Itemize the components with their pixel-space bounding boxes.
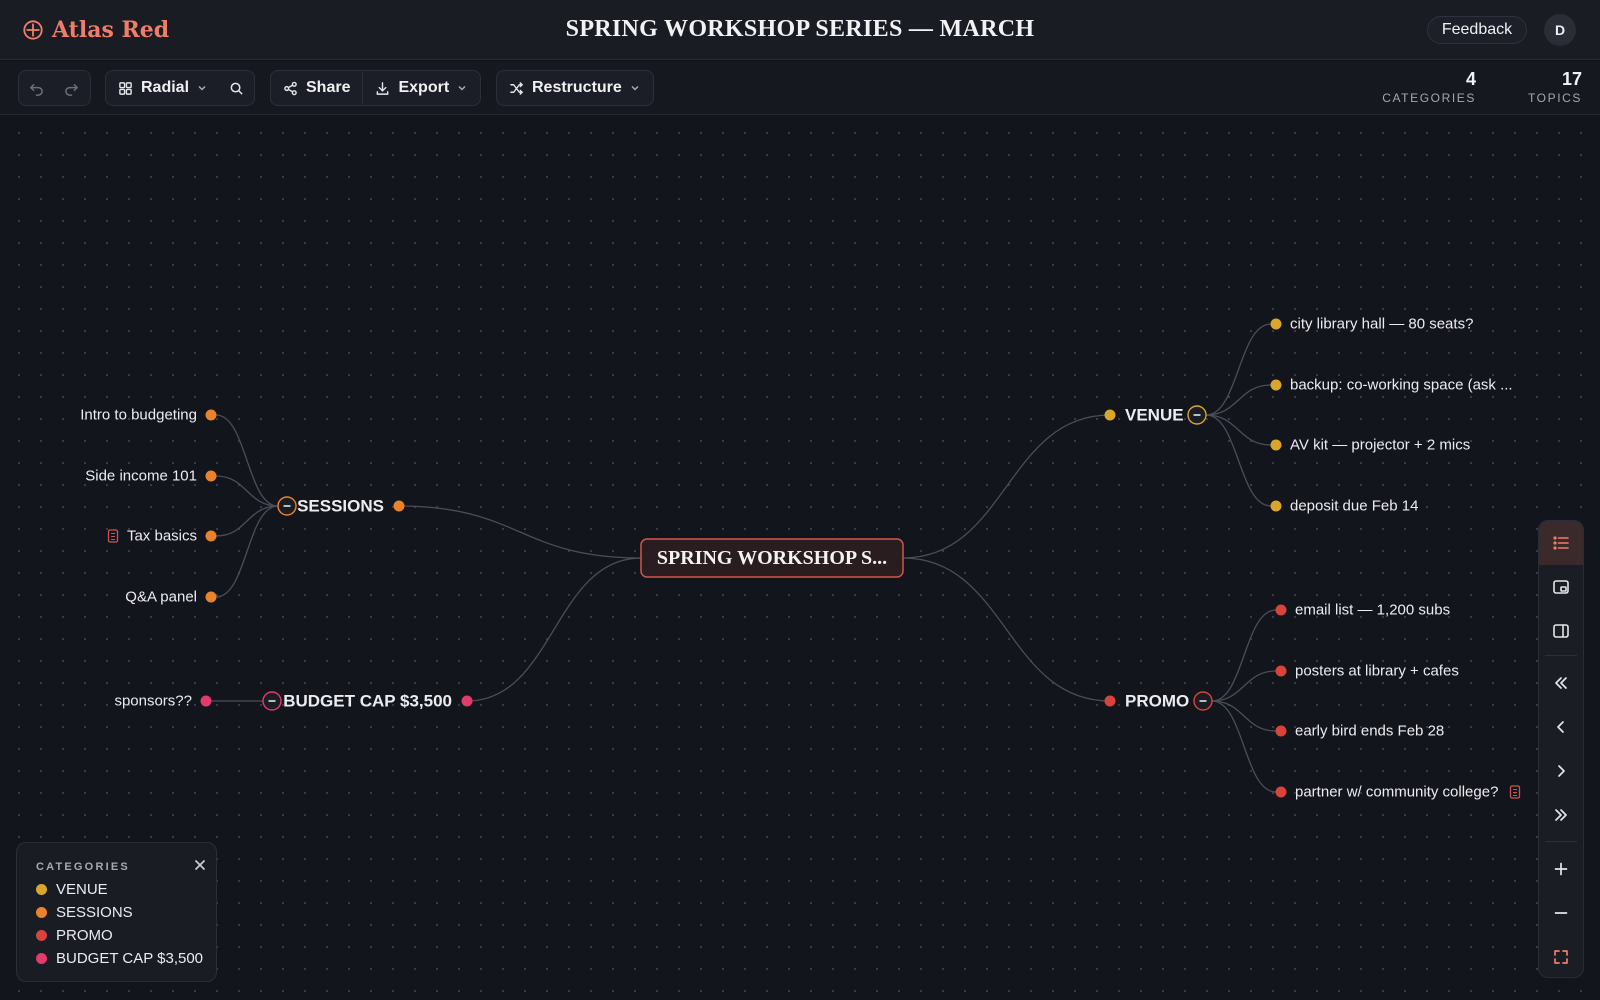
legend-dot — [36, 883, 47, 895]
restructure-label: Restructure — [532, 79, 622, 96]
view-controls-rail — [1538, 520, 1584, 978]
share-button[interactable]: Share — [271, 71, 362, 105]
layout-group: Radial — [105, 70, 255, 106]
legend-item-label: PROMO — [56, 926, 113, 944]
last-icon — [1555, 809, 1567, 821]
chevron-down-icon — [631, 85, 639, 91]
legend-item-label: BUDGET CAP $3,500 — [56, 949, 204, 967]
note-icon[interactable] — [1509, 785, 1521, 799]
topic-dot[interactable] — [200, 695, 212, 707]
side-panel-button[interactable] — [1539, 609, 1583, 653]
legend-dot — [36, 906, 47, 918]
legend-item-venue[interactable]: VENUE — [36, 879, 108, 899]
next-icon — [1558, 765, 1565, 777]
share-icon — [284, 81, 297, 95]
outline-list-icon — [1553, 536, 1569, 550]
document-title[interactable]: SPRING WORKSHOP SERIES — MARCH — [565, 16, 1035, 42]
collapse-sessions-button[interactable] — [277, 496, 297, 516]
topic-dot[interactable] — [1275, 604, 1287, 616]
legend-title: CATEGORIES — [36, 861, 130, 873]
legend-item-sessions[interactable]: SESSIONS — [36, 902, 133, 922]
last-topic-button[interactable] — [1539, 793, 1583, 837]
grid-icon — [119, 81, 132, 95]
zoom-in-button[interactable] — [1539, 847, 1583, 891]
fit-screen-icon — [1554, 950, 1568, 964]
collapse-promo-button[interactable] — [1193, 691, 1213, 711]
app-header: Atlas Red SPRING WORKSHOP SERIES — MARCH… — [0, 0, 1600, 60]
topic-dot[interactable] — [1270, 318, 1282, 330]
toolbar: Radial Share Export Restructure 4 CATEGO… — [0, 61, 1600, 115]
minimap-icon — [1553, 580, 1569, 594]
shuffle-icon — [510, 81, 523, 95]
categories-stat: 4 CATEGORIES — [1382, 69, 1476, 105]
outline-button[interactable] — [1539, 521, 1583, 565]
topics-count: 17 — [1561, 69, 1582, 89]
search-icon — [230, 82, 243, 95]
minimap-button[interactable] — [1539, 565, 1583, 609]
feedback-button[interactable]: Feedback — [1427, 16, 1527, 44]
app-name: Atlas Red — [52, 17, 170, 43]
redo-button[interactable] — [54, 71, 89, 105]
collapse-venue-button[interactable] — [1187, 405, 1207, 425]
previous-icon — [1557, 721, 1564, 733]
topics-stat-label: TOPICS — [1527, 91, 1582, 105]
legend-item-promo[interactable]: PROMO — [36, 925, 113, 945]
collapse-budget-button[interactable] — [262, 691, 282, 711]
restructure-group: Restructure — [496, 70, 654, 106]
close-icon[interactable] — [192, 857, 208, 873]
search-button[interactable] — [219, 71, 254, 105]
history-group — [18, 70, 91, 106]
topic-dot[interactable] — [1275, 665, 1287, 677]
categories-stat-label: CATEGORIES — [1382, 91, 1476, 105]
zoom-in-icon — [1554, 862, 1568, 876]
topic-dot[interactable] — [205, 470, 217, 482]
legend-item-label: VENUE — [56, 880, 108, 898]
fit-screen-button[interactable] — [1539, 935, 1583, 979]
topic-dot[interactable] — [205, 530, 217, 542]
user-avatar[interactable]: D — [1544, 14, 1576, 46]
category-dot[interactable] — [461, 695, 473, 707]
chevron-down-icon — [198, 85, 206, 91]
categories-legend: CATEGORIES VENUE SESSIONS PROMO BUDGET C… — [16, 842, 217, 982]
share-label: Share — [306, 79, 351, 96]
side-panel-icon — [1553, 624, 1569, 638]
topic-dot[interactable] — [1275, 786, 1287, 798]
download-icon — [377, 81, 389, 95]
zoom-out-button[interactable] — [1539, 891, 1583, 935]
legend-item-budget[interactable]: BUDGET CAP $3,500 — [36, 948, 203, 968]
topic-dot[interactable] — [1270, 500, 1282, 512]
topic-dot[interactable] — [205, 591, 217, 603]
legend-item-label: SESSIONS — [56, 903, 133, 921]
restructure-dropdown[interactable]: Restructure — [497, 71, 652, 105]
legend-dot — [36, 929, 47, 941]
topics-stat: 17 TOPICS — [1528, 69, 1582, 105]
export-dropdown[interactable]: Export — [363, 71, 479, 105]
layout-dropdown[interactable]: Radial — [106, 71, 219, 105]
share-export-group: Share Export — [270, 70, 481, 106]
category-dot[interactable] — [1104, 695, 1116, 707]
note-icon[interactable] — [107, 529, 119, 543]
category-dot[interactable] — [1104, 409, 1116, 421]
first-icon — [1555, 677, 1567, 689]
previous-topic-button[interactable] — [1539, 705, 1583, 749]
redo-icon — [65, 83, 78, 96]
categories-count: 4 — [1465, 69, 1476, 89]
app-logo[interactable]: Atlas Red — [22, 16, 169, 44]
crosshair-circle-icon — [23, 20, 43, 40]
undo-icon — [30, 83, 43, 96]
undo-button[interactable] — [19, 71, 54, 105]
export-label: Export — [398, 79, 450, 96]
topic-dot[interactable] — [1275, 725, 1287, 737]
legend-dot — [36, 952, 47, 964]
next-topic-button[interactable] — [1539, 749, 1583, 793]
topic-dot[interactable] — [205, 409, 217, 421]
first-topic-button[interactable] — [1539, 661, 1583, 705]
root-node[interactable] — [640, 538, 904, 578]
category-dot[interactable] — [393, 500, 405, 512]
zoom-out-icon — [1554, 912, 1568, 914]
topic-dot[interactable] — [1270, 439, 1282, 451]
layout-label: Radial — [141, 79, 190, 96]
chevron-down-icon — [458, 85, 466, 91]
topic-dot[interactable] — [1270, 379, 1282, 391]
